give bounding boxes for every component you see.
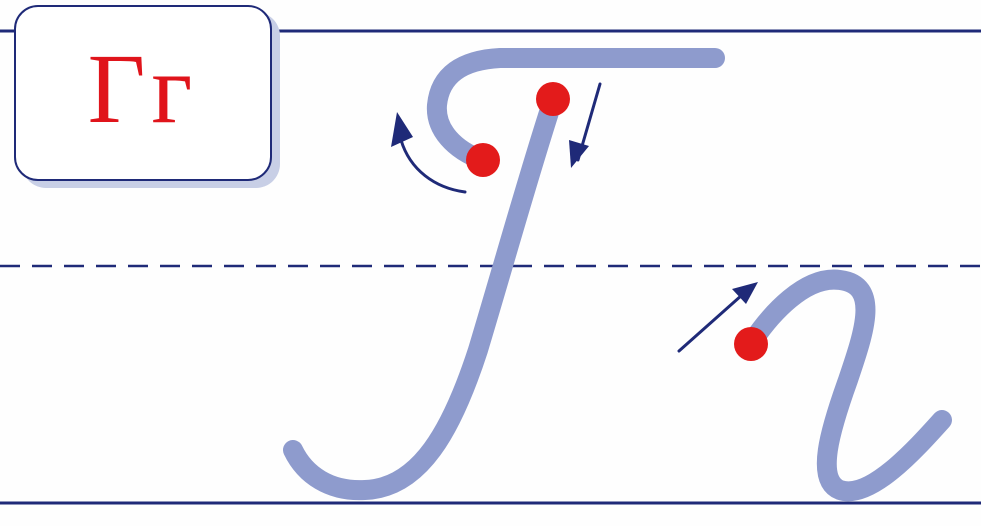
start-point-red-dot-icon [734, 327, 768, 361]
uppercase-main-stroke [283, 90, 563, 501]
lowercase-arrowhead-icon [732, 282, 758, 304]
down-arrowhead-icon [569, 140, 589, 168]
hook-arrowhead-icon [391, 112, 413, 147]
uppercase-top-hook-stroke [426, 48, 725, 170]
hook-direction-arrow-icon [399, 138, 467, 194]
lowercase-stroke [742, 269, 952, 502]
letter-label: Гг [87, 33, 199, 144]
letter-label-card: Гг [14, 5, 272, 181]
start-point-red-dot-icon [536, 82, 570, 116]
start-point-red-dot-icon [466, 143, 500, 177]
lowercase-direction-arrow-icon [677, 293, 744, 353]
